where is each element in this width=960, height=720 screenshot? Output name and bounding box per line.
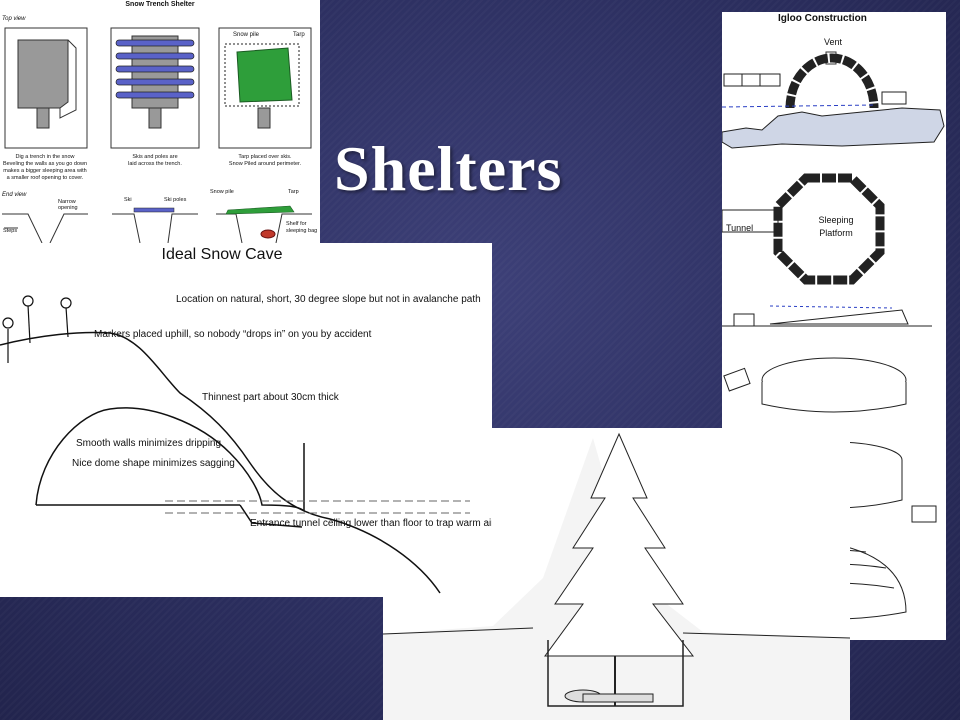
- cave-note-dome: Nice dome shape minimizes sagging: [72, 458, 235, 469]
- igloo-section-ground: [722, 107, 945, 149]
- cave-note-thinnest: Thinnest part about 30cm thick: [202, 392, 340, 403]
- cave-note-location: Location on natural, short, 30 degree sl…: [176, 294, 481, 305]
- igloo-plan: [773, 173, 885, 285]
- markers: [2, 295, 72, 363]
- caption-3-line-2: Snow Piled around perimeter.: [229, 161, 302, 167]
- caption-1-line-3: makes a bigger sleeping area with: [3, 168, 86, 174]
- narrow-label-2: opening: [58, 205, 78, 211]
- ski-label: Ski: [124, 197, 132, 203]
- end-view-label: End view: [2, 192, 27, 198]
- tree: [544, 432, 695, 657]
- igloo-first-ring: [723, 357, 907, 413]
- slope-line: [0, 331, 441, 594]
- caption-1-line-2: Beveling the walls as you go down: [3, 161, 87, 167]
- ski-poles-label: Ski poles: [164, 197, 187, 203]
- tunnel-label: Tunnel: [726, 223, 753, 233]
- caption-2-line-2: laid across the trench.: [128, 161, 182, 167]
- trench-title: Snow Trench Shelter: [125, 1, 195, 8]
- vent-label: Vent: [824, 37, 843, 47]
- caption-1-line-4: a smaller roof opening to cover.: [7, 175, 84, 181]
- trench-box-2: [110, 27, 200, 149]
- trench-hole: [17, 39, 69, 109]
- caption-3-line-1: Tarp placed over skis.: [238, 154, 292, 160]
- platform-label-2: Platform: [819, 228, 853, 238]
- caption-1-line-1: Dig a trench in the snow: [15, 154, 74, 160]
- snow-cave-diagram: Ideal Snow Cave Location on natural, sho…: [0, 243, 492, 597]
- trench-box-3: [218, 27, 312, 149]
- platform-label-1: Sleeping: [818, 215, 853, 225]
- cave-title: Ideal Snow Cave: [162, 246, 283, 263]
- tarp-shape: [236, 47, 293, 103]
- snow-trench-diagram: Snow Trench Shelter Top view Snow pile T…: [0, 0, 320, 243]
- cave-note-walls: Smooth walls minimizes dripping: [76, 438, 221, 449]
- tarp-label: Tarp: [293, 32, 305, 38]
- cave-dome: [35, 407, 305, 512]
- trench-box-1: [4, 27, 88, 149]
- end-tarp-label: Tarp: [288, 189, 299, 195]
- cave-note-markers: Markers placed uphill, so nobody “drops …: [94, 329, 372, 340]
- igloo-dome-section: [785, 53, 879, 109]
- end-snow-pile-label: Snow pile: [210, 189, 234, 195]
- top-view-label: Top view: [2, 16, 26, 22]
- cave-note-tunnel: Entrance tunnel ceiling lower than floor…: [250, 518, 492, 529]
- narrow-label-1: Narrow: [58, 199, 76, 205]
- shelf-label-2: sleeping bag: [286, 228, 317, 234]
- skis-group: [115, 39, 195, 99]
- caption-2-line-1: Skis and poles are: [132, 154, 177, 160]
- igloo-title: Igloo Construction: [778, 13, 867, 24]
- shelf-label-1: Shelf for: [286, 221, 307, 227]
- steps-label: Steps: [3, 228, 17, 234]
- snow-pile-label: Snow pile: [233, 32, 260, 38]
- slide-title: Shelters: [334, 133, 563, 204]
